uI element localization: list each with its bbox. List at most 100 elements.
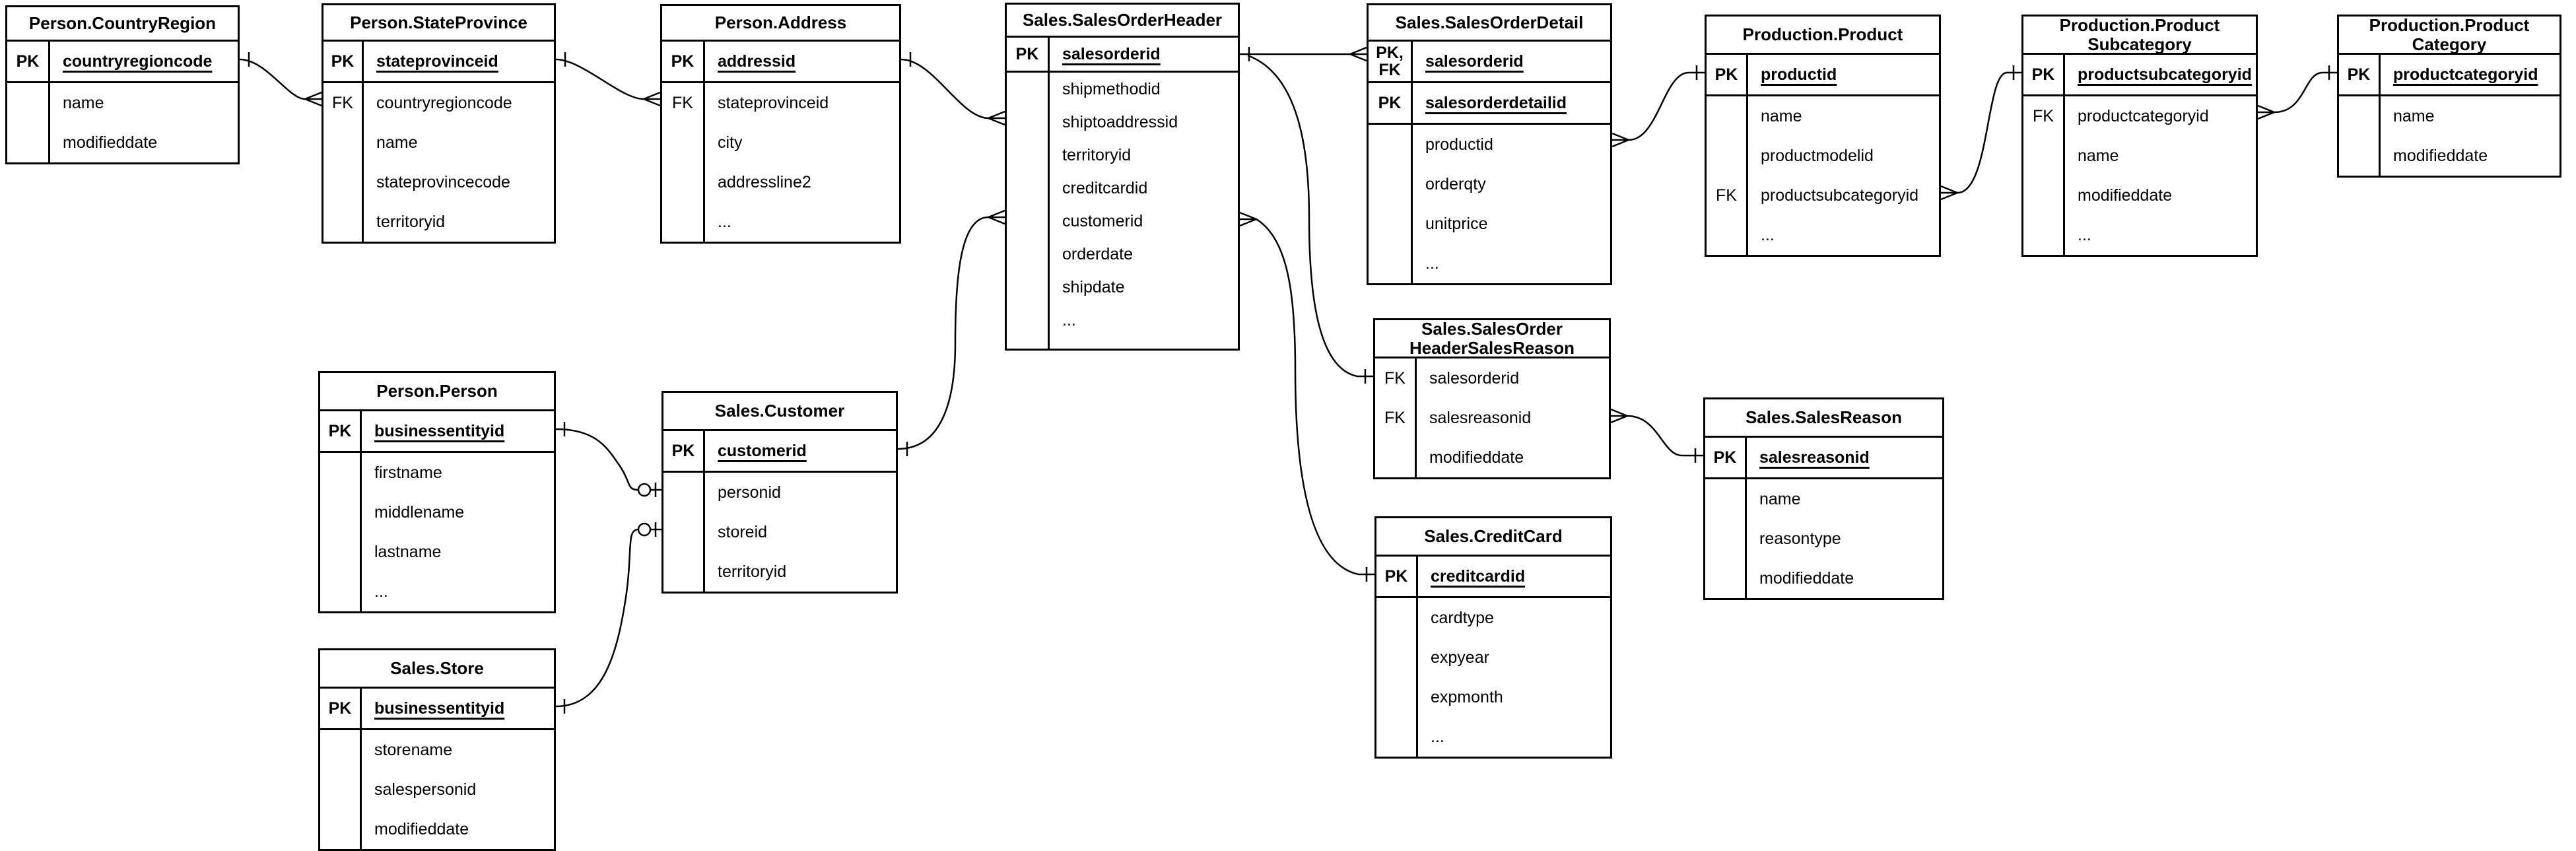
field-row-ellipsis: ... bbox=[1707, 215, 1939, 255]
field-row-ellipsis: ... bbox=[662, 202, 899, 242]
crow-foot-many-marker bbox=[1610, 408, 1628, 424]
connector-productsubcategory-productcategory[interactable] bbox=[2257, 65, 2337, 120]
field-name: shipmethodid bbox=[1062, 79, 1161, 98]
key-label bbox=[1707, 215, 1746, 255]
field-name: modifieddate bbox=[2393, 146, 2488, 165]
table-title-person-person: Person.Person bbox=[320, 373, 554, 411]
connector-salesorderheader-salesorderdetail[interactable] bbox=[1240, 46, 1367, 62]
key-label bbox=[320, 730, 360, 770]
field-row-productmodelid: productmodelid bbox=[1707, 136, 1939, 176]
connector-countryregion-stateprovince[interactable] bbox=[239, 52, 322, 107]
key-label bbox=[323, 123, 362, 162]
key-label bbox=[1705, 479, 1745, 519]
table-title-production-product: Production.Product bbox=[1707, 17, 1939, 55]
connector-customer-salesorderheader[interactable] bbox=[897, 209, 1005, 456]
field-name: city bbox=[718, 133, 743, 152]
key-label: PK bbox=[328, 698, 352, 718]
field-name: orderqty bbox=[1425, 174, 1486, 193]
key-label bbox=[2339, 96, 2379, 136]
key-label bbox=[1369, 164, 1411, 204]
key-label: PK bbox=[671, 51, 695, 71]
key-label: PK bbox=[1714, 65, 1738, 84]
field-name: storename bbox=[374, 740, 453, 759]
field-row-name: name bbox=[2023, 136, 2256, 176]
key-label bbox=[7, 123, 48, 162]
crow-foot-many-marker bbox=[988, 110, 1005, 126]
connector-headersalesreason-salesreason[interactable] bbox=[1610, 408, 1703, 463]
connector-line bbox=[555, 58, 644, 100]
key-label bbox=[2339, 136, 2379, 176]
connector-salesorderheader-headersalesreason[interactable] bbox=[1247, 54, 1373, 384]
key-label: PK bbox=[2347, 65, 2371, 84]
key-column-divider bbox=[1416, 557, 1418, 757]
field-row-name: name bbox=[1707, 96, 1939, 136]
field-name: ... bbox=[1062, 310, 1076, 329]
table-title-sales-salesorderheader: Sales.SalesOrderHeader bbox=[1007, 5, 1238, 38]
key-label: PK bbox=[1384, 566, 1408, 586]
key-column-divider bbox=[362, 42, 364, 242]
field-name: shipdate bbox=[1062, 277, 1125, 296]
field-name: productmodelid bbox=[1761, 146, 1874, 165]
field-name: name bbox=[1759, 489, 1801, 508]
field-row-territoryid: territoryid bbox=[1007, 139, 1238, 172]
key-label bbox=[1007, 304, 1048, 337]
field-row-orderdate: orderdate bbox=[1007, 238, 1238, 271]
key-label: PK bbox=[331, 51, 355, 71]
field-name: salesreasonid bbox=[1759, 448, 1870, 467]
field-name: creditcardid bbox=[1062, 178, 1148, 197]
field-name: productsubcategoryid bbox=[1761, 186, 1919, 205]
key-label bbox=[1369, 125, 1411, 164]
key-label: PK bbox=[16, 51, 40, 71]
field-row-personid: personid bbox=[663, 473, 896, 512]
key-label bbox=[662, 162, 703, 202]
table-title-sales-store: Sales.Store bbox=[320, 650, 554, 689]
connector-address-salesorderheader[interactable] bbox=[900, 52, 1005, 126]
connector-person-customer[interactable] bbox=[555, 422, 661, 497]
field-name: storeid bbox=[718, 522, 768, 541]
connector-salesorderdetail-product[interactable] bbox=[1611, 65, 1705, 148]
connector-store-customer[interactable] bbox=[555, 522, 661, 714]
connector-stateprovince-address[interactable] bbox=[555, 52, 661, 107]
field-row-name: name bbox=[1705, 479, 1942, 519]
field-name: name bbox=[63, 93, 104, 112]
key-label bbox=[1707, 136, 1746, 176]
connector-line bbox=[1957, 71, 2021, 194]
field-row-shipdate: shipdate bbox=[1007, 271, 1238, 304]
field-name: countryregioncode bbox=[376, 93, 512, 112]
connector-salesorderheader-creditcard[interactable] bbox=[1239, 211, 1374, 582]
connector-product-productsubcategory[interactable] bbox=[1940, 65, 2021, 201]
key-label bbox=[1369, 244, 1411, 283]
field-row-modifieddate: modifieddate bbox=[1705, 559, 1942, 598]
field-name: addressid bbox=[718, 51, 796, 71]
key-label bbox=[663, 552, 703, 592]
